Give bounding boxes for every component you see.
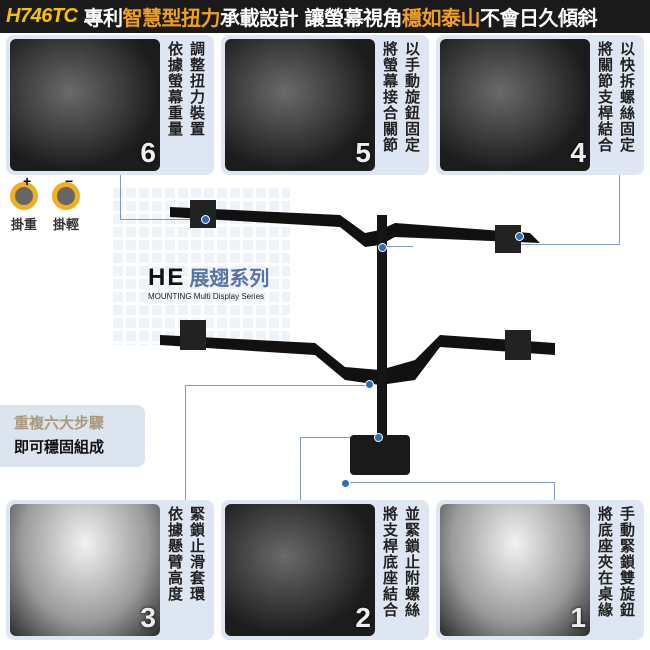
connector-line xyxy=(185,385,370,500)
step-panel-5: 5 以手動旋鈕固定將螢幕接合關節 xyxy=(221,35,429,175)
callout-dot xyxy=(515,232,524,241)
step-description: 手動緊鎖雙旋鈕將底座夾在桌緣 xyxy=(596,506,636,618)
step-panel-1: 1 手動緊鎖雙旋鈕將底座夾在桌緣 xyxy=(436,500,644,640)
adjust-lighter: − 掛輕 xyxy=(52,173,80,233)
connector-line xyxy=(120,175,205,220)
callout-dot xyxy=(341,479,350,488)
callout-dot xyxy=(378,243,387,252)
header-text: 不會日久傾斜 xyxy=(479,6,598,30)
connector-line xyxy=(383,175,413,247)
step-panel-2: 2 並緊鎖止附螺絲將支桿底座結合 xyxy=(221,500,429,640)
step-photo: 2 xyxy=(225,504,375,636)
step-photo: 6 xyxy=(10,39,160,171)
step-description: 以快拆螺絲固定將關節支桿結合 xyxy=(596,41,636,153)
connector-line xyxy=(300,437,378,500)
step-description: 緊鎖止滑套環依據懸臂高度 xyxy=(166,506,206,602)
header-banner: H746TC 專利 智慧型扭力 承載設計 讓螢幕視角 穩如泰山 不會日久傾斜 xyxy=(0,0,650,33)
connector-line xyxy=(520,175,620,245)
model-name: H746TC xyxy=(6,5,78,27)
header-text: 承載設計 讓螢幕視角 xyxy=(219,6,402,30)
monitor-arm-illustration xyxy=(160,200,555,475)
header-highlight: 穩如泰山 xyxy=(401,6,481,30)
header-highlight: 智慧型扭力 xyxy=(122,6,220,30)
step-panel-3: 3 緊鎖止滑套環依據懸臂高度 xyxy=(6,500,214,640)
step-photo: 3 xyxy=(10,504,160,636)
step-photo: 1 xyxy=(440,504,590,636)
rotate-clockwise-icon: + xyxy=(10,173,38,210)
step-description: 並緊鎖止附螺絲將支桿底座結合 xyxy=(381,506,421,618)
header-text: 專利 xyxy=(83,6,123,30)
step-panel-6: 6 調整扭力裝置依據螢幕重量 xyxy=(6,35,214,175)
step-panel-4: 4 以快拆螺絲固定將關節支桿結合 xyxy=(436,35,644,175)
step-photo: 5 xyxy=(225,39,375,171)
connector-line xyxy=(345,482,555,500)
rotate-counterclockwise-icon: − xyxy=(52,173,80,210)
step-photo: 4 xyxy=(440,39,590,171)
callout-dot xyxy=(201,215,210,224)
step-description: 調整扭力裝置依據螢幕重量 xyxy=(166,41,206,137)
callout-dot xyxy=(365,380,374,389)
callout-dot xyxy=(374,433,383,442)
step-description: 以手動旋鈕固定將螢幕接合關節 xyxy=(381,41,421,153)
adjust-heavier: + 掛重 xyxy=(10,173,38,233)
steps-summary: 重複六大步驟 即可穩固組成 xyxy=(0,405,145,467)
